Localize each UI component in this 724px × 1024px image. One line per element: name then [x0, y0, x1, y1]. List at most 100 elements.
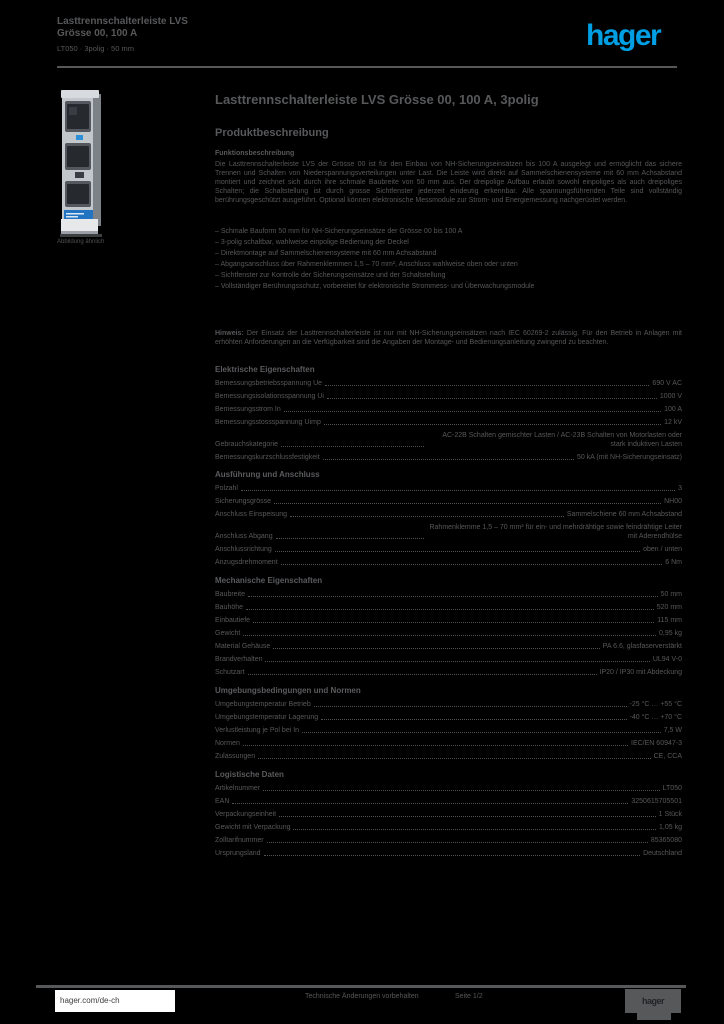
- spec-label: Bemessungsbetriebsspannung Ue: [215, 380, 323, 387]
- feature-list: Schmale Bauform 50 mm für NH-Sicherungse…: [215, 227, 682, 293]
- spec-row: Artikelnummer LT050: [215, 784, 682, 793]
- spec-row: Normen IEC/EN 60947-3: [215, 739, 682, 748]
- hager-logo: hager: [586, 19, 662, 52]
- spec-label: Bemessungsisolationsspannung Ui: [215, 393, 324, 400]
- dotted-leader: [263, 790, 660, 791]
- dotted-leader: [293, 829, 657, 830]
- spec-row: Bauhöhe 520 mm: [215, 603, 682, 612]
- spec-label: Ursprungsland: [215, 850, 261, 857]
- spec-row: Verlustleistung je Pol bei In 7,5 W: [215, 726, 682, 735]
- feature-item: Schmale Bauform 50 mm für NH-Sicherungse…: [215, 227, 682, 236]
- dotted-leader: [323, 424, 662, 425]
- dotted-leader: [321, 719, 627, 720]
- spec-value: -25 °C … +55 °C: [629, 701, 682, 708]
- spec-row: Zolltarifnummer 85365080: [215, 836, 682, 845]
- spec-label: Gewicht mit Verpackung: [215, 824, 291, 831]
- spec-value: 1,05 kg: [659, 824, 682, 831]
- footer-website-link[interactable]: hager.com/de-ch: [55, 990, 175, 1012]
- dotted-leader: [281, 446, 424, 447]
- spec-label: Anschluss Einspeisung: [215, 511, 287, 518]
- product-photo-caption: Abbildung ähnlich: [57, 239, 105, 245]
- dotted-leader: [247, 596, 658, 597]
- spec-group-heading: Mechanische Eigenschaften: [215, 576, 323, 585]
- dotted-leader: [243, 635, 657, 636]
- spec-label: Sicherungsgrösse: [215, 498, 272, 505]
- spec-label: Material Gehäuse: [215, 643, 271, 650]
- spec-group-electrical: Elektrische Eigenschaften Bemessungsbetr…: [215, 365, 682, 466]
- spec-label: EAN: [215, 798, 230, 805]
- spec-row: Anschluss Einspeisung Sammelschiene 60 m…: [215, 510, 682, 519]
- spec-group-heading: Elektrische Eigenschaften: [215, 365, 315, 374]
- dotted-leader: [283, 411, 662, 412]
- spec-group-logistics: Logistische Daten Artikelnummer LT050 EA…: [215, 770, 682, 862]
- spec-rows: Artikelnummer LT050 EAN 3250615705501 Ve…: [215, 784, 682, 858]
- dotted-leader: [280, 564, 663, 565]
- spec-value: IP20 / IP30 mit Abdeckung: [599, 669, 683, 676]
- spec-label: Baubreite: [215, 591, 245, 598]
- spec-value: 100 A: [664, 406, 682, 413]
- spec-value: 7,5 W: [663, 727, 682, 734]
- spec-value: 1 Stück: [658, 811, 682, 818]
- spec-row: Schutzart IP20 / IP30 mit Abdeckung: [215, 668, 682, 677]
- footer-page-number: Seite 1/2: [455, 993, 483, 1000]
- spec-value: UL94 V-0: [652, 656, 682, 663]
- spec-group-environment: Umgebungsbedingungen und Normen Umgebung…: [215, 686, 682, 765]
- dotted-leader: [273, 648, 600, 649]
- note-text: Der Einsatz der Lasttrennschalterleiste …: [215, 330, 682, 346]
- description-paragraph: Die Lasttrennschalterleiste LVS der Grös…: [215, 161, 682, 204]
- spec-rows: Umgebungstemperatur Betrieb -25 °C … +55…: [215, 700, 682, 761]
- spec-label: Bemessungsstrom In: [215, 406, 281, 413]
- header-product-size: Grösse 00, 100 A: [57, 28, 138, 39]
- spec-label: Zulassungen: [215, 753, 256, 760]
- spec-row: Bemessungsisolationsspannung Ui 1000 V: [215, 392, 682, 401]
- dotted-leader: [240, 490, 676, 491]
- footer-logo-tab: [637, 1013, 671, 1020]
- dotted-leader: [326, 398, 657, 399]
- spec-value: PA 6.6, glasfaserverstärkt: [602, 643, 682, 650]
- dotted-leader: [232, 803, 629, 804]
- dotted-leader: [275, 538, 424, 539]
- dotted-leader: [274, 551, 641, 552]
- spec-value: 12 kV: [664, 419, 682, 426]
- description-label: Funktionsbeschreibung: [215, 150, 295, 157]
- spec-row: Umgebungstemperatur Betrieb -25 °C … +55…: [215, 700, 682, 709]
- spec-value: Rahmenklemme 1,5 – 70 mm² für ein- und m…: [429, 524, 682, 540]
- spec-label: Verlustleistung je Pol bei In: [215, 727, 300, 734]
- feature-item: Sichtfenster zur Kontrolle der Sicherung…: [215, 271, 682, 280]
- spec-value: 690 V AC: [652, 380, 682, 387]
- dotted-leader: [279, 816, 656, 817]
- feature-item: Direktmontage auf Sammelschienensysteme …: [215, 249, 682, 258]
- spec-label: Polzahl: [215, 485, 238, 492]
- spec-value: AC-22B Schalten gemischter Lasten / AC-2…: [442, 432, 682, 448]
- spec-label: Artikelnummer: [215, 785, 261, 792]
- feature-item: Vollständiger Berührungsschutz, vorberei…: [215, 282, 682, 291]
- spec-rows: Bemessungsbetriebsspannung Ue 690 V AC B…: [215, 379, 682, 462]
- fuse-switch-strip-illustration: [60, 90, 102, 237]
- spec-rows: Baubreite 50 mm Bauhöhe 520 mm Einbautie…: [215, 590, 682, 677]
- spec-label: Anschlussrichtung: [215, 546, 272, 553]
- dotted-leader: [290, 516, 564, 517]
- spec-value: 1000 V: [659, 393, 682, 400]
- note-block: Hinweis: Der Einsatz der Lasttrennschalt…: [215, 329, 682, 347]
- spec-row: Brandverhalten UL94 V-0: [215, 655, 682, 664]
- product-photo: [55, 88, 112, 238]
- spec-group-mechanical: Mechanische Eigenschaften Baubreite 50 m…: [215, 576, 682, 681]
- spec-row: Bemessungsbetriebsspannung Ue 690 V AC: [215, 379, 682, 388]
- dotted-leader: [258, 758, 651, 759]
- spec-value: oben / unten: [643, 546, 682, 553]
- spec-label: Schutzart: [215, 669, 245, 676]
- footer-hager-logo: hager: [625, 989, 681, 1013]
- dotted-leader: [274, 503, 662, 504]
- spec-group-heading: Logistische Daten: [215, 770, 284, 779]
- dotted-leader: [253, 622, 655, 623]
- page-title: Lasttrennschalterleiste LVS Grösse 00, 1…: [215, 92, 539, 107]
- dotted-leader: [247, 674, 597, 675]
- spec-row: Anschlussrichtung oben / unten: [215, 545, 682, 554]
- dotted-leader: [246, 609, 654, 610]
- spec-label: Umgebungstemperatur Lagerung: [215, 714, 319, 721]
- spec-label: Anschluss Abgang: [215, 533, 273, 540]
- spec-row: Gewicht 0,95 kg: [215, 629, 682, 638]
- spec-value: 85365080: [650, 837, 682, 844]
- spec-label: Bemessungsstossspannung Uimp: [215, 419, 321, 426]
